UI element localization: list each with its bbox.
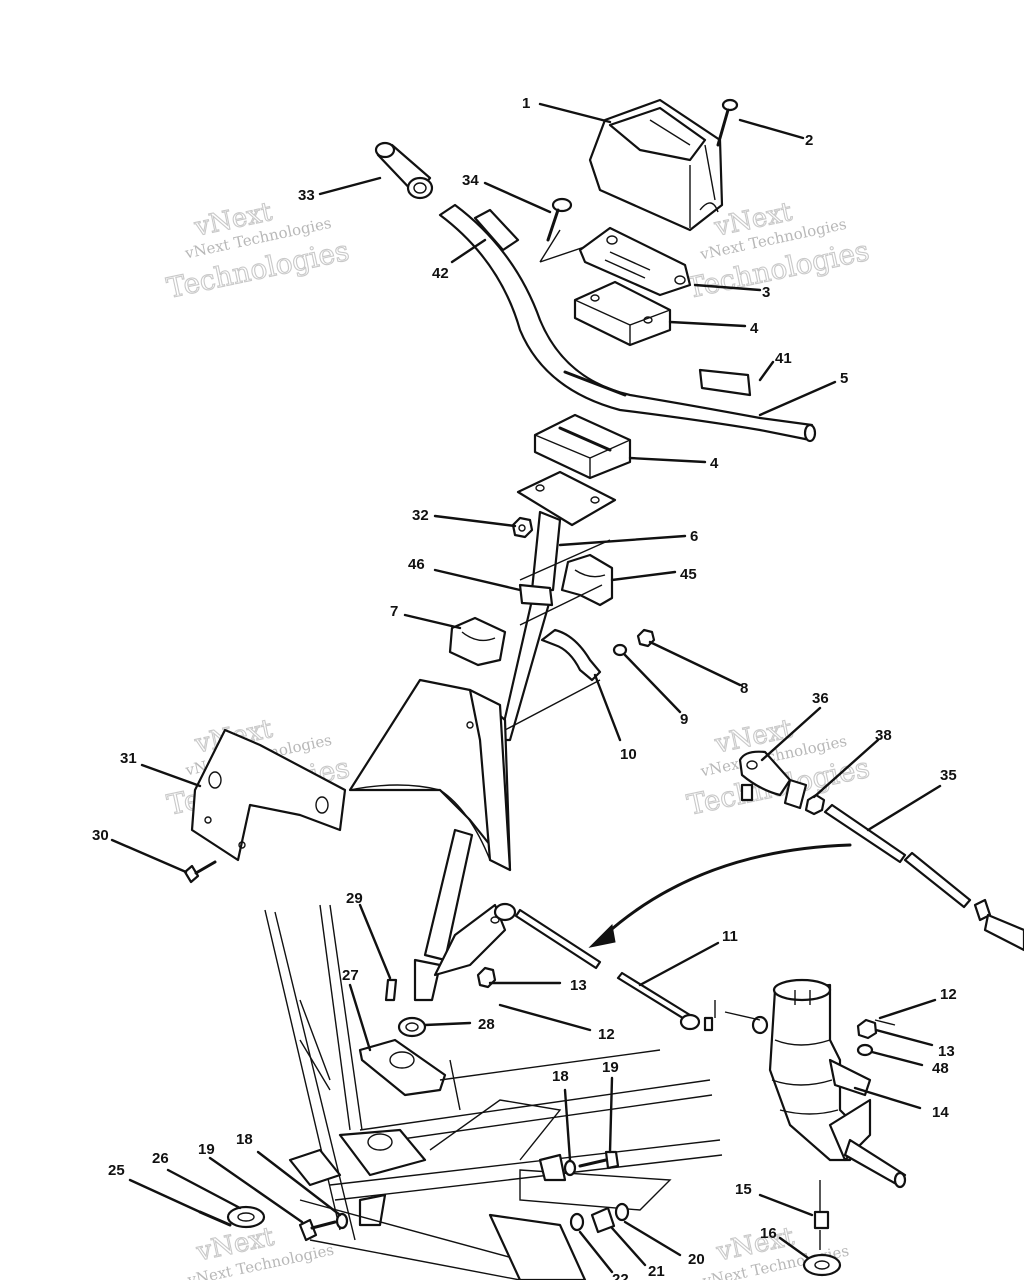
pin-25 <box>198 1210 232 1227</box>
pin-29 <box>384 978 398 1002</box>
bolt-19-right <box>578 1150 620 1170</box>
callout-18a: 18 <box>236 1131 253 1148</box>
cotter-12-right <box>874 1019 896 1026</box>
bushing-46 <box>518 583 554 607</box>
u-clamp <box>540 628 602 682</box>
callout-3: 3 <box>762 284 770 301</box>
callout-31: 31 <box>120 750 137 767</box>
spindle-housing <box>751 978 907 1189</box>
bolt-19-left <box>298 1218 337 1242</box>
callout-2: 2 <box>805 132 813 149</box>
ring-20 <box>614 1202 630 1222</box>
callout-1: 1 <box>522 95 530 112</box>
callout-32: 32 <box>412 507 429 524</box>
washer-26 <box>226 1205 266 1229</box>
watermark-top-left: vNext vNext Technologies Technologies <box>163 196 352 305</box>
callout-48: 48 <box>932 1060 949 1077</box>
callout-18b: 18 <box>552 1068 569 1085</box>
callout-46: 46 <box>408 556 425 573</box>
pad-screw <box>716 98 739 147</box>
mount-plate-27 <box>358 1038 447 1097</box>
callout-6: 6 <box>690 528 698 545</box>
callout-11: 11 <box>722 928 738 945</box>
callout-33: 33 <box>298 187 315 204</box>
washer-28 <box>397 1016 427 1038</box>
clamp-bolt <box>539 197 606 263</box>
callout-34: 34 <box>462 172 479 189</box>
callout-21: 21 <box>648 1263 665 1280</box>
bolt-30 <box>183 860 217 884</box>
washer-18-left <box>335 1212 349 1230</box>
callout-38: 38 <box>875 727 892 744</box>
callout-20: 20 <box>688 1251 705 1268</box>
lower-steering-column <box>413 828 474 1002</box>
decal-41 <box>698 368 752 397</box>
callout-8: 8 <box>740 680 748 697</box>
callout-30: 30 <box>92 827 109 844</box>
callout-27: 27 <box>342 967 359 984</box>
callout-19b: 19 <box>602 1059 619 1076</box>
clamp-plate <box>578 226 692 297</box>
callout-29: 29 <box>346 890 363 907</box>
nut-13-right <box>856 1018 878 1040</box>
tie-rod-end-36 <box>738 750 808 810</box>
tie-rod-upper <box>493 902 602 970</box>
bushing-45 <box>560 553 614 607</box>
callout-4b: 4 <box>710 455 719 472</box>
handlebar-pad-cover <box>588 98 724 232</box>
nut-32 <box>511 516 534 539</box>
callout-13a: 13 <box>570 977 587 994</box>
bushing-7 <box>448 616 507 667</box>
washer-48 <box>856 1043 874 1057</box>
steering-post <box>498 470 617 742</box>
callout-45: 45 <box>680 566 697 583</box>
callout-35: 35 <box>940 767 957 784</box>
bushing-21 <box>590 1206 616 1234</box>
callout-36: 36 <box>812 690 829 707</box>
callout-10: 10 <box>620 746 637 763</box>
assembly-lines <box>504 539 821 1250</box>
washer-16 <box>802 1253 842 1277</box>
pitman-arm <box>433 903 507 977</box>
handlebar <box>438 203 817 443</box>
handlebar-grip <box>374 141 434 200</box>
nut-38 <box>804 793 826 816</box>
callout-9: 9 <box>680 711 688 728</box>
washer-22 <box>569 1212 585 1232</box>
frame <box>264 904 723 1280</box>
lower-clamp-block <box>533 413 632 480</box>
callout-labels: 1 2 3 4 4 5 6 7 8 9 10 11 12 12 13 13 14… <box>92 95 957 1280</box>
callout-13b: 13 <box>938 1043 955 1060</box>
reference-arrow <box>588 843 852 948</box>
upper-clamp-block <box>573 280 672 347</box>
watermark-bottom-left: vNext vNext Technologies <box>185 1221 335 1280</box>
watermark-top-right: vNext vNext Technologies Technologies <box>683 196 872 305</box>
callout-7: 7 <box>390 603 398 620</box>
mount-bracket <box>190 728 347 862</box>
callout-14: 14 <box>932 1104 949 1121</box>
callout-19a: 19 <box>198 1141 215 1158</box>
callout-15: 15 <box>735 1181 752 1198</box>
callout-41: 41 <box>775 350 792 367</box>
callout-25: 25 <box>108 1162 125 1179</box>
tie-rod-lower <box>616 971 714 1032</box>
callout-5: 5 <box>840 370 848 387</box>
callout-12b: 12 <box>598 1026 615 1043</box>
steering-support <box>348 678 512 872</box>
bolt-15 <box>813 1210 830 1230</box>
callout-16: 16 <box>760 1225 777 1242</box>
decal-42 <box>473 208 520 252</box>
callout-12a: 12 <box>940 986 957 1003</box>
callout-42: 42 <box>432 265 449 282</box>
callout-22: 22 <box>612 1271 629 1280</box>
callout-26: 26 <box>152 1150 169 1167</box>
tie-rod-35 <box>823 803 1024 952</box>
washer-18-right <box>563 1159 577 1177</box>
callout-4a: 4 <box>750 320 759 337</box>
leader-lines <box>110 102 942 1274</box>
callout-28: 28 <box>478 1016 495 1033</box>
washer-9 <box>612 643 628 657</box>
